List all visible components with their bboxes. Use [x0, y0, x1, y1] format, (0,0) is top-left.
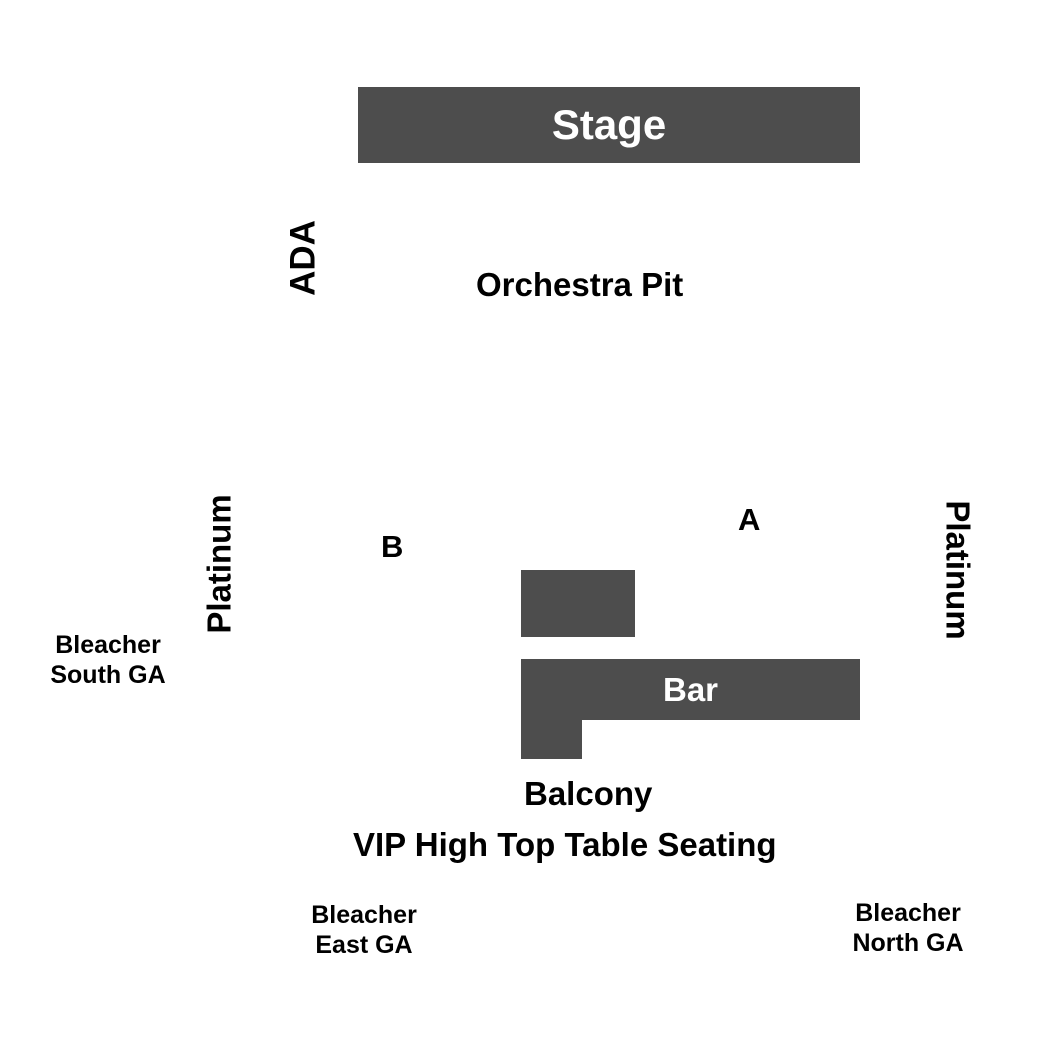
section-ada[interactable]: ADA — [283, 220, 323, 296]
section-vip-high-top[interactable]: VIP High Top Table Seating — [353, 826, 777, 863]
bleacher-east-line1: Bleacher — [311, 901, 417, 929]
section-bleacher-south-ga[interactable]: Bleacher South GA — [38, 630, 178, 690]
bleacher-north-line1: Bleacher — [855, 899, 961, 927]
bar-label: Bar — [662, 670, 719, 708]
bleacher-north-line2: North GA — [852, 929, 964, 957]
bar-counter-block — [521, 570, 635, 637]
section-platinum-left[interactable]: Platinum — [200, 494, 238, 634]
bleacher-south-line2: South GA — [50, 661, 166, 689]
section-b[interactable]: B — [381, 529, 404, 564]
stage-block[interactable]: Stage — [358, 87, 860, 163]
section-balcony[interactable]: Balcony — [524, 775, 653, 812]
bar-block: Bar — [521, 659, 860, 720]
section-a[interactable]: A — [738, 502, 761, 537]
bar-leg-block — [521, 715, 582, 759]
stage-label: Stage — [551, 101, 667, 148]
section-platinum-right[interactable]: Platinum — [939, 500, 977, 640]
section-bleacher-north-ga[interactable]: Bleacher North GA — [838, 898, 978, 958]
section-orchestra-pit[interactable]: Orchestra Pit — [476, 266, 684, 303]
section-bleacher-east-ga[interactable]: Bleacher East GA — [294, 900, 434, 960]
bleacher-east-line2: East GA — [315, 931, 413, 959]
bleacher-south-line1: Bleacher — [55, 631, 161, 659]
